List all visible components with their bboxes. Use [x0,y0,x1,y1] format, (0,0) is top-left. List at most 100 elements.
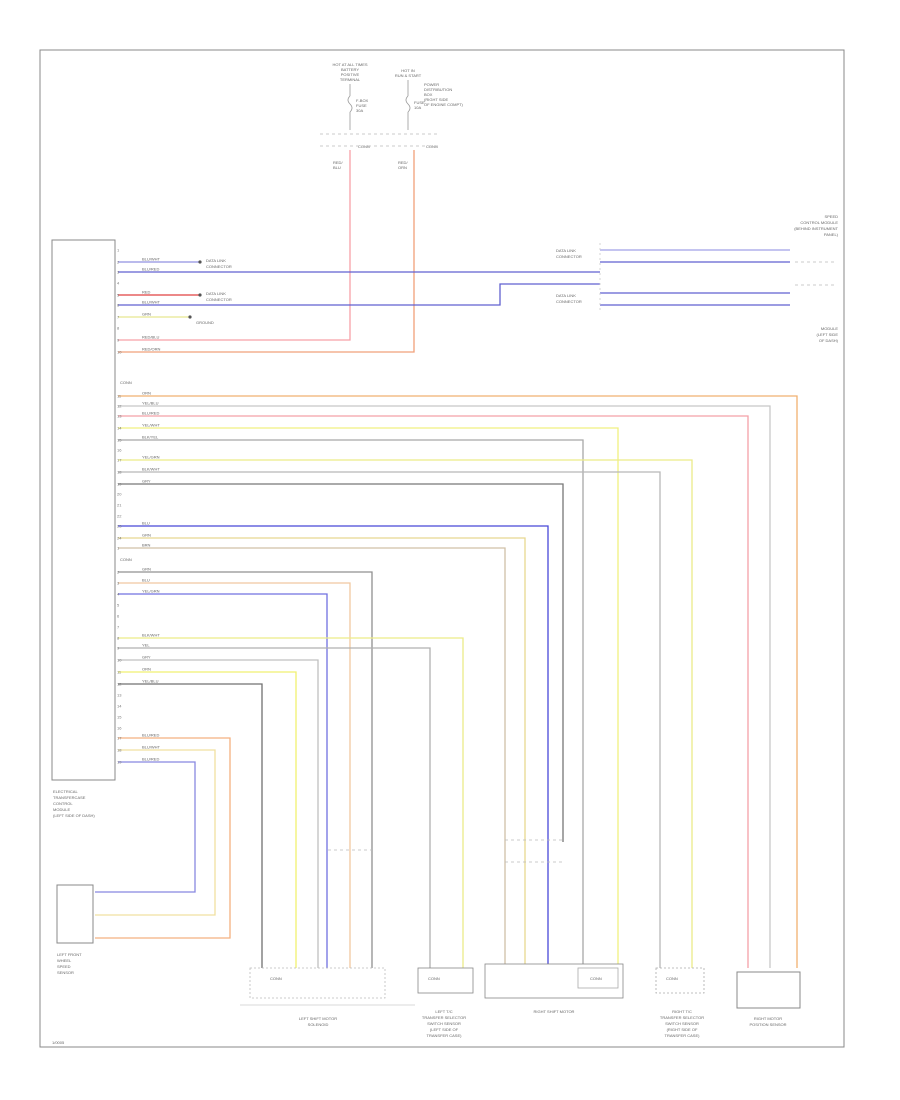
pin-number: 2 [117,570,120,575]
pin-number: 2 [117,260,120,265]
source-left-line: TERMINAL [340,77,361,82]
pin-number: 11 [117,394,122,399]
pin-number: 15 [117,438,122,443]
pin-number: 16 [117,726,122,731]
source-left-line: POSITIVE [341,72,360,77]
source-left-fuse: F-BOX [356,98,369,103]
pin-number: 12 [117,682,122,687]
wire-gry-dark [118,483,564,842]
connector-label: CONN [428,976,440,981]
source-right-wire: RED/ [398,160,408,165]
module-line: TRANSFER CASE) [665,1033,701,1038]
module-line: LEFT T/C [435,1009,452,1014]
pin-number: 7 [117,315,120,320]
module-line: MODULE [821,326,838,331]
left-tc-sensor: CONN LEFT T/C TRANSFER SELECTOR SWITCH S… [417,967,474,1038]
module-line: WHEEL [57,958,72,963]
pin-number: 5 [117,603,120,608]
wire-blu-red-pink [118,415,749,968]
source-right-conn: CONN [426,144,438,149]
connector-label: CONN [120,557,132,562]
module-line: SWITCH SENSOR [665,1021,699,1026]
source-left-fuse: 30A [356,108,363,113]
pin-number: 3 [117,581,120,586]
module-line: (BEHIND INSTRUMENT [794,226,838,231]
pin-number: 12 [117,404,122,409]
splice-dot-icon [198,260,202,264]
pin-number: 3 [117,270,120,275]
module-line: TRANSFER SELECTOR [660,1015,704,1020]
source-right-side: DISTRIBUTION [424,87,452,92]
module-line: LEFT SHIFT MOTOR [299,1016,337,1021]
source-right-line: RUN & START [395,73,422,78]
pin-numbers: 1234567891011121314151617181920212223241… [117,248,122,765]
connector-label: CONN [270,976,282,981]
pin-number: 13 [117,414,122,419]
main-module-line: TRANSFERCASE [53,795,86,800]
module-line: (RIGHT SIDE OF [667,1027,698,1032]
wire-color-label: RED/ORN [142,347,161,352]
wire-orn [118,395,798,968]
splice-dot-icon [188,315,192,319]
module-line: SPEED [57,964,71,969]
wire-gry [118,405,771,968]
note: CONNECTOR [206,264,232,269]
splice-dot-icon [198,293,202,297]
main-module-line: CONTROL [53,801,73,806]
note: CONNECTOR [556,299,582,304]
right-motor-position-sensor: RIGHT MOTOR POSITION SENSOR [736,971,801,1027]
wire-motor-2 [118,582,351,968]
fuse-symbol-icon [347,95,353,113]
pin-number: 21 [117,503,122,508]
module-line: RIGHT MOTOR [754,1016,782,1021]
footer-code: 1/0005 [52,1040,65,1045]
source-left-wire: BLU [333,165,341,170]
pin-number: 10 [117,658,122,663]
pin-number: 10 [117,350,122,355]
pin-number: 4 [117,592,120,597]
wire-color-label: ORN [142,667,151,672]
pin-number: 15 [117,715,122,720]
module-line: SWITCH SENSOR [427,1021,461,1026]
pin-number: 9 [117,646,120,651]
wire-red-blu [118,150,351,341]
main-module-label: ELECTRICAL TRANSFERCASE CONTROL MODULE (… [53,789,95,818]
wire-blk-yel [118,439,584,968]
pin-number: 8 [117,636,120,641]
wire-color-label: BLU/RED [142,267,159,272]
wire-color-label: YEL/BLU [142,401,159,406]
module-line: SOLENOID [308,1022,329,1027]
module-line: PANEL) [824,232,839,237]
pin-number: 7 [117,625,120,630]
wire-color-label: YEL/GRN [142,589,160,594]
wire-sensor-1 [118,637,464,968]
pin-number: 6 [117,303,120,308]
wire-color-label: BLU/WHT [142,257,161,262]
source-right-side: OF ENGINE COMPT) [424,102,464,107]
wire-color-label: BLK/YEL [142,435,159,440]
wire-grn-2 [118,537,526,968]
wire-color-label: GRN [142,533,151,538]
wire-color-label: GRN [142,312,151,317]
pin-number: 17 [117,736,122,741]
wheel-speed-sensor-box [56,884,94,944]
module-line: (LEFT SIDE OF [430,1027,459,1032]
wire-color-label: GRN [142,567,151,572]
wire-blu-wht-2 [118,283,600,306]
source-right-wire: ORN [398,165,407,170]
wire-color-label: YEL/BLU [142,679,159,684]
pin-number: 19 [117,760,122,765]
wire-color-label: ORN [142,391,151,396]
main-module-box [51,239,116,781]
pin-number: 8 [117,326,120,331]
pin-number: 23 [117,524,122,529]
wire-sensor-2 [118,647,431,968]
pin-number: 13 [117,693,122,698]
note: DATA LINK [556,293,576,298]
source-left-conn: CONN [358,144,370,149]
right-tc-sensor: CONN RIGHT T/C TRANSFER SELECTOR SWITCH … [655,967,705,1038]
module-line: TRANSFER CASE) [427,1033,463,1038]
source-right-fuse: FUSE [414,100,425,105]
pin-number: 16 [117,448,122,453]
